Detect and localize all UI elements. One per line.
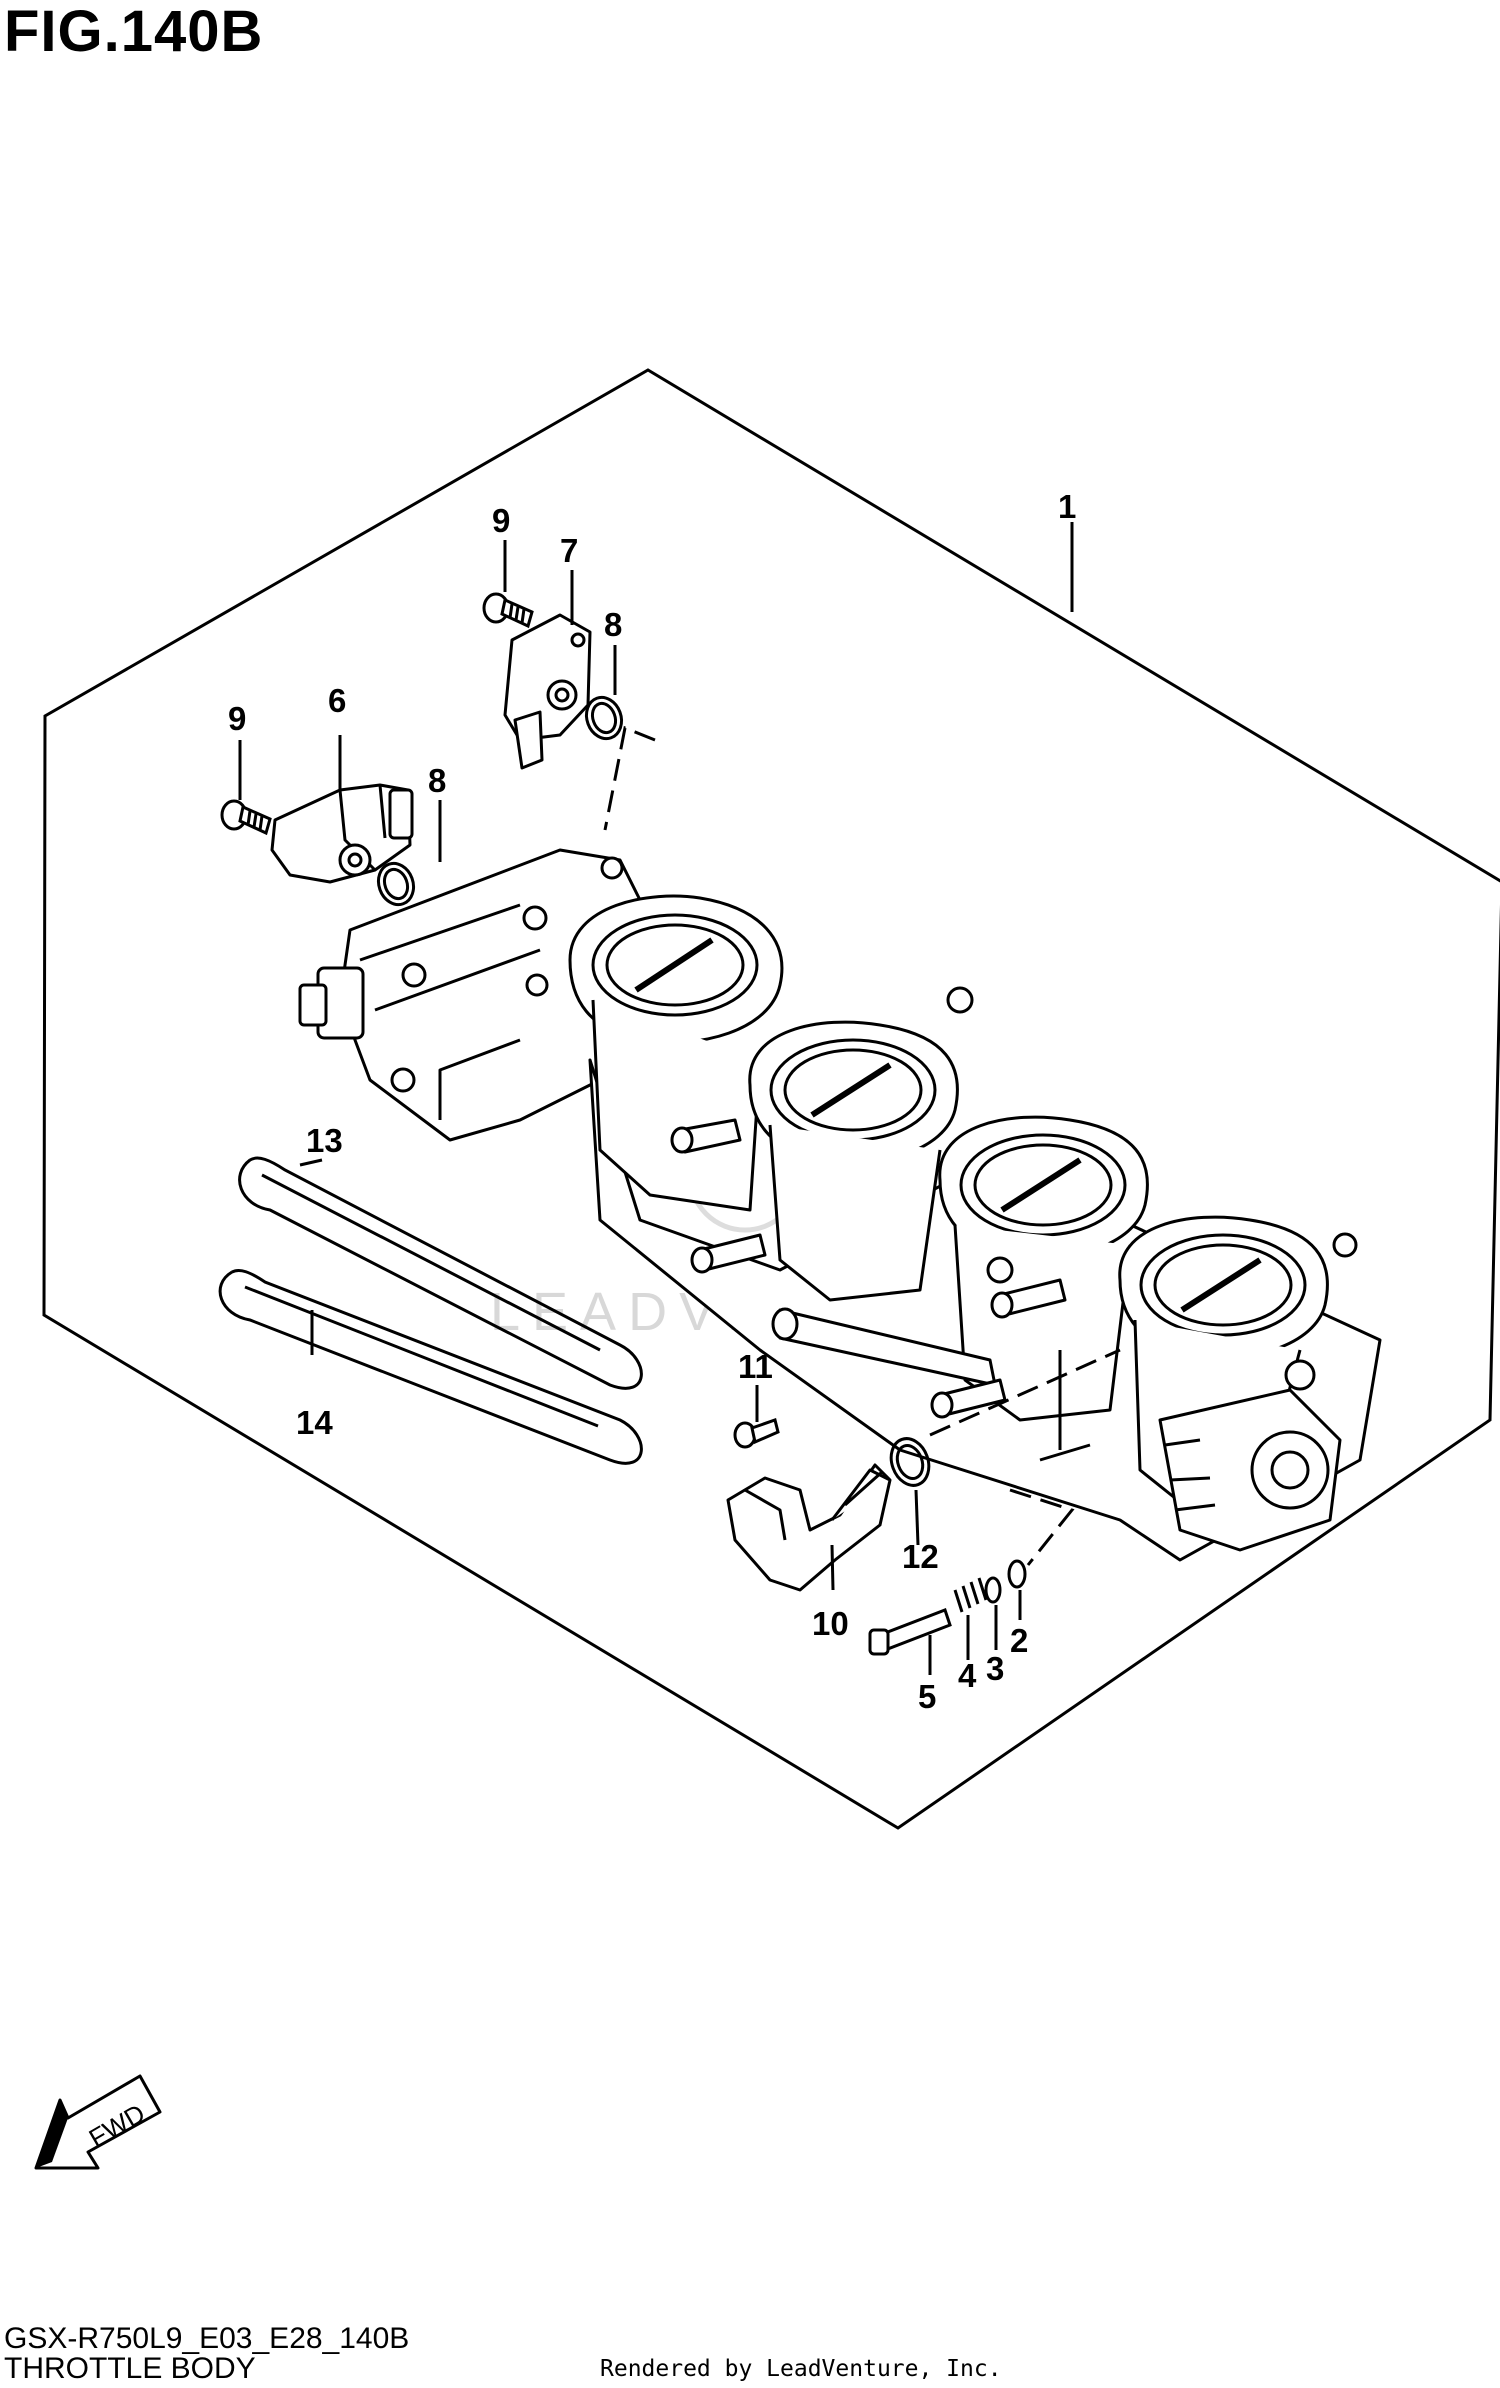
part-8-oring-lower: [376, 861, 416, 907]
callout-4: 4: [958, 1657, 977, 1694]
part-7-sensor: [503, 613, 592, 770]
diagram-caption: THROTTLE BODY: [4, 2352, 256, 2385]
callout-8-lower: 8: [428, 762, 446, 799]
model-code: GSX-R750L9_E03_E28_140B: [4, 2322, 410, 2355]
part-14-hose: [218, 1268, 643, 1465]
callout-6: 6: [328, 682, 346, 719]
part-2-oring: [1007, 1559, 1027, 1589]
callout-9-lower: 9: [228, 700, 246, 737]
throttle-body-main: [298, 848, 1382, 1562]
callout-8-upper: 8: [604, 606, 622, 643]
part-9-screw-lower: [220, 799, 272, 836]
callout-12: 12: [902, 1538, 939, 1575]
callout-9-upper: 9: [492, 502, 510, 539]
part-5-screw: [868, 1608, 952, 1656]
part-8-oring-upper: [584, 695, 624, 741]
rendered-by-credit: Rendered by LeadVenture, Inc.: [600, 2356, 1002, 2382]
leader-lines: [238, 522, 1121, 1675]
part-4-spring: [953, 1577, 988, 1613]
part-9-screw-upper: [482, 592, 534, 629]
part-11-screw: [733, 1418, 780, 1449]
part-3-washer: [984, 1576, 1002, 1604]
fwd-arrow: FWD: [34, 2074, 162, 2170]
callout-7: 7: [560, 532, 578, 569]
part-13-hose: [238, 1156, 643, 1390]
part-12-oring: [889, 1437, 931, 1487]
part-10-sensor: [726, 1463, 892, 1592]
assembly-boundary: [42, 368, 1500, 1830]
figure-title: FIG.140B: [4, 0, 264, 64]
callout-5: 5: [918, 1678, 936, 1715]
callout-3: 3: [986, 1650, 1004, 1687]
callout-14: 14: [296, 1404, 333, 1441]
callout-2: 2: [1010, 1622, 1028, 1659]
callout-11: 11: [738, 1348, 773, 1385]
part-6-sensor: [270, 783, 414, 884]
callout-1: 1: [1058, 488, 1076, 525]
callout-13: 13: [306, 1122, 343, 1159]
callout-10: 10: [812, 1605, 849, 1642]
